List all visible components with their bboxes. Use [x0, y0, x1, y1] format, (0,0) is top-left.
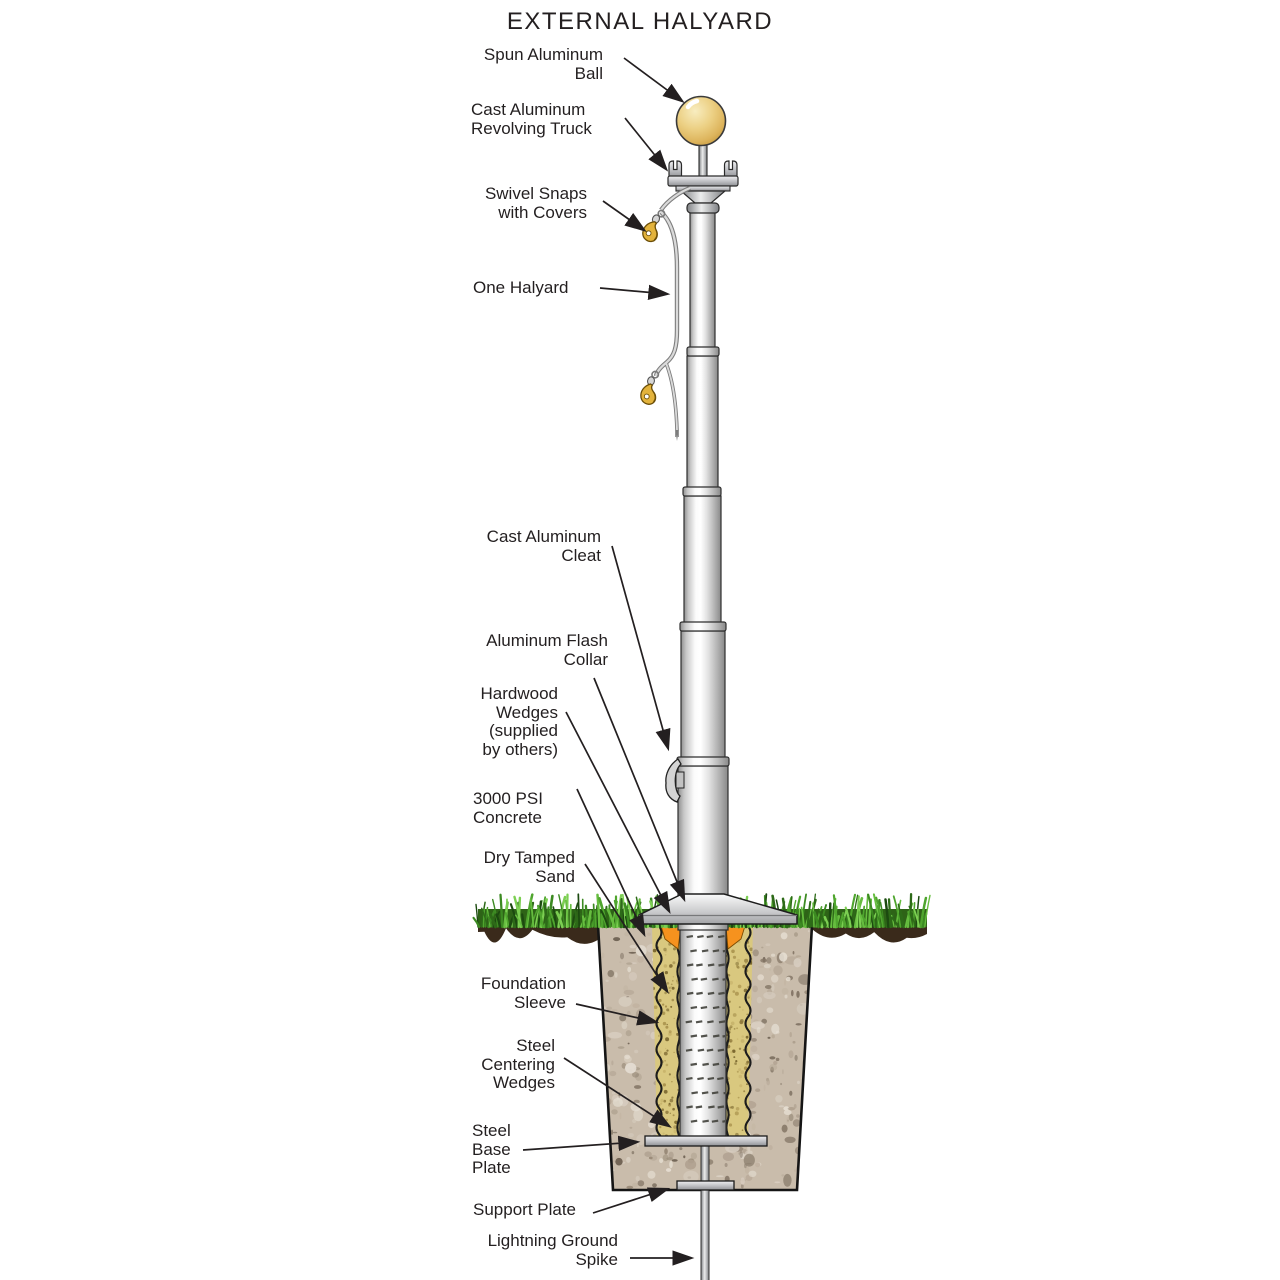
label-dry-tamped-sand: Dry Tamped Sand	[483, 848, 575, 886]
cast-aluminum-cleat	[665, 758, 682, 803]
pole-joint	[686, 346, 720, 357]
arrow-sand	[584, 863, 669, 994]
halyard-rope	[638, 185, 691, 441]
label-hardwood-wedges: Hardwood Wedges (supplied by others)	[480, 684, 559, 759]
lightning-ground-spike	[700, 1145, 710, 1280]
pole-joint	[679, 621, 727, 632]
label-flash-collar: Aluminum Flash Collar	[486, 631, 608, 669]
label-ground-spike: Lightning Ground Spike	[487, 1231, 618, 1269]
arrow-halyard	[599, 284, 671, 300]
label-cleat: Cast Aluminum Cleat	[486, 527, 601, 565]
arrow-centering-wedges	[563, 1057, 672, 1128]
label-foundation-sleeve: Foundation Sleeve	[480, 974, 566, 1012]
arrow-hardwood-wedges	[565, 711, 671, 915]
pole-joint	[682, 486, 722, 497]
label-centering-wedges: Steel Centering Wedges	[481, 1036, 555, 1092]
revolving-truck	[667, 143, 739, 214]
support-plate	[676, 1180, 735, 1191]
arrow-cleat	[611, 545, 671, 752]
label-swivel-snaps: Swivel Snaps with Covers	[484, 184, 587, 222]
dry-tamped-sand	[652, 925, 753, 1141]
diagram-title: EXTERNAL HALYARD	[506, 8, 774, 35]
buried-pole-section	[679, 923, 727, 1140]
arrow-concrete	[576, 788, 646, 938]
arrow-spun-ball	[623, 57, 685, 104]
label-base-plate: Steel Base Plate	[472, 1121, 511, 1177]
arrow-base-plate	[522, 1135, 641, 1151]
ball-stem	[698, 143, 708, 179]
label-one-halyard: One Halyard	[473, 278, 569, 297]
label-support-plate: Support Plate	[473, 1200, 577, 1219]
hardwood-wedges	[660, 925, 746, 950]
arrow-swivel-snaps	[602, 200, 647, 232]
arrow-support-plate	[592, 1187, 671, 1214]
arrow-foundation-sleeve	[575, 1003, 660, 1026]
arrow-flash-collar	[593, 677, 686, 903]
steel-base-plate	[644, 1135, 768, 1147]
base-assembly	[644, 1135, 768, 1280]
label-concrete: 3000 PSI Concrete	[473, 789, 543, 827]
pole-joint	[676, 756, 730, 767]
spun-aluminum-ball	[675, 95, 727, 147]
arrow-truck	[624, 117, 669, 172]
cleat-bracket	[675, 771, 685, 789]
label-revolving-truck: Cast Aluminum Revolving Truck	[471, 100, 592, 138]
leader-arrows	[522, 57, 695, 1266]
label-spun-aluminum-ball: Spun Aluminum Ball	[483, 45, 603, 83]
